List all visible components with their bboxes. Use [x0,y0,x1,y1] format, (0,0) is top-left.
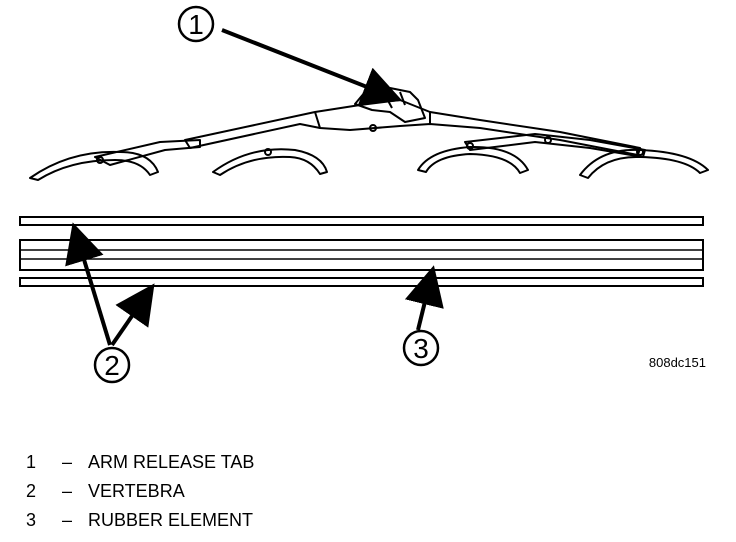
legend-item-dash: – [61,510,72,530]
legend-item-label: VERTEBRA [88,481,185,501]
vertebra-upper [19,216,704,226]
figure-code: 808dc151 [649,355,706,370]
legend-item: 2 –VERTEBRA [26,481,254,510]
legend: 1–ARM RELEASE TAB 2–VERTEBRA 3–RUBBER EL… [26,452,254,539]
wiper-blade-assembly [29,87,709,181]
legend-item-number: 1 [26,452,37,472]
legend-item-number: 2 [26,481,37,501]
legend-item-number: 3 [26,510,37,530]
callout-2: 2 [93,346,131,384]
callout-1-number: 1 [188,9,204,40]
callout-1: 1 [177,5,215,43]
vertebra-lower [19,277,704,287]
rubber-element [19,239,704,271]
legend-item-label: ARM RELEASE TAB [88,452,255,472]
legend-item: 1 –ARM RELEASE TAB [26,452,254,481]
callout-2-number: 2 [104,350,120,381]
callout-1-arrow [221,28,403,105]
legend-item-label: RUBBER ELEMENT [88,510,254,530]
callout-2-arrow-lower [110,283,155,347]
callout-3: 3 [402,329,440,367]
legend-item: 3 –RUBBER ELEMENT [26,510,254,539]
legend-item-dash: – [61,481,72,501]
callout-2-arrow-upper [65,222,112,346]
callout-3-number: 3 [413,333,429,364]
legend-item-dash: – [61,452,72,472]
callout-3-arrow [404,265,444,331]
